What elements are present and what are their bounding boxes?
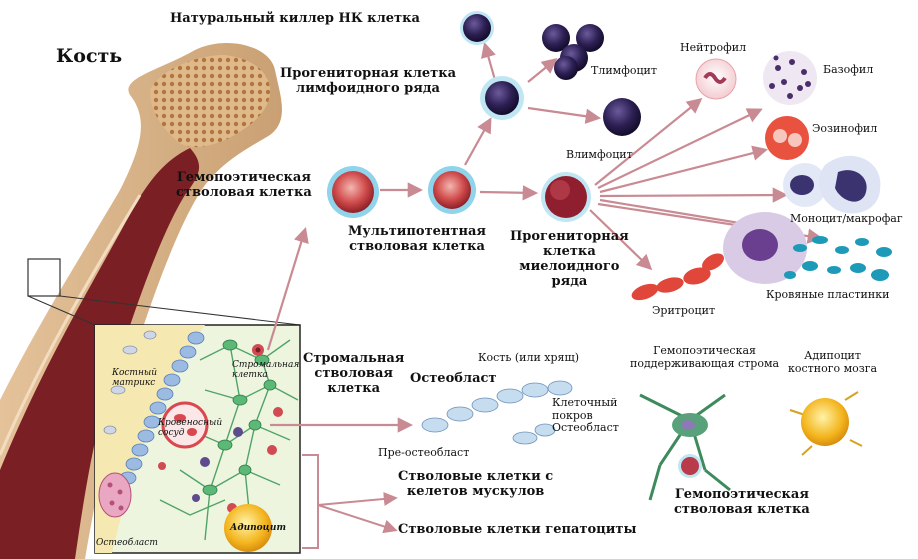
- nk-cell-label: Натуральный киллер НК клетка: [170, 11, 420, 26]
- marrow-inset: [94, 324, 301, 554]
- stromal-stem-label: Стромальная стволовая клетка: [303, 351, 405, 396]
- inset-bone-matrix-label: Костный матрикс: [112, 368, 158, 389]
- eosinophil-icon: [765, 116, 809, 160]
- osteoblast-label: Остеобласт: [410, 371, 497, 386]
- lymphoid-progenitor-icon: [480, 76, 524, 120]
- bracket-arrows: [302, 454, 398, 549]
- pre-osteoblast-label: Пре-остеобласт: [378, 446, 470, 459]
- adipocyte-marrow-icon: [789, 391, 863, 456]
- multipotent-label: Мультипотентная стволовая клетка: [348, 224, 487, 254]
- hsc-bottom-icon: [678, 454, 702, 478]
- hsc-label: Гемопоэтическая стволовая клетка: [176, 170, 312, 200]
- basophil-label: Базофил: [823, 63, 874, 76]
- hsc-bottom-label: Гемопоэтическая стволовая клетка: [674, 487, 810, 517]
- t-lymphocyte-label: Тлимфоцит: [591, 64, 657, 77]
- b-lymphocyte-icon: [603, 98, 641, 136]
- myeloid-progenitor-label: Прогениторная клетка миелоидного ряда: [510, 229, 629, 289]
- neutrophil-icon: [695, 58, 737, 100]
- neutrophil-label: Нейтрофил: [680, 41, 747, 54]
- stroma-cell-icon: [639, 393, 731, 501]
- bone-label: Кость: [56, 45, 123, 67]
- b-lymphocyte-label: Влимфоцит: [566, 148, 633, 161]
- platelets-label: Кровяные пластинки: [766, 288, 890, 301]
- inset-osteoblast-label: Остеобласт: [96, 538, 158, 548]
- platelets-icon: [784, 236, 892, 281]
- cell-cover-label: Клеточный покров Остеобласт: [552, 396, 619, 435]
- erythrocyte-icon: [631, 253, 724, 301]
- hsc-cell-icon: [327, 166, 379, 218]
- muscle-stem-label: Стволовые клетки с келетов мускулов: [398, 469, 554, 499]
- inset-adipocyte-label: Адипоцит: [230, 523, 286, 533]
- hepatocyte-stem-label: Стволовые клетки гепатоциты: [398, 522, 637, 537]
- nk-cell-icon: [460, 11, 494, 45]
- macrophage-large-icon: [723, 212, 807, 284]
- hsc-support-stroma-label: Гемопоэтическая поддерживающая строма: [630, 344, 780, 370]
- adipocyte-marrow-label: Адипоцит костного мозга: [788, 349, 878, 375]
- basophil-icon: [763, 51, 817, 105]
- erythrocyte-label: Эритроцит: [652, 304, 716, 317]
- zoom-region-box: [27, 258, 61, 297]
- monocyte-macrophage-icon: [783, 155, 881, 214]
- inset-stromal-cell-label: Стромальная клетка: [232, 360, 300, 381]
- t-lymphocyte-icon: [542, 24, 604, 80]
- myeloid-progenitor-icon: [541, 172, 591, 222]
- inset-blood-vessel-label: Кровеносный сосуд: [158, 418, 223, 439]
- monocyte-macrophage-label: Моноцит/макрофаг: [790, 212, 903, 225]
- osteoblast-chain-icon: [421, 380, 573, 445]
- bone-or-cartilage-label: Кость (или хрящ): [478, 351, 580, 364]
- multipotent-cell-icon: [428, 166, 476, 214]
- lymphoid-progenitor-label: Прогениторная клетка лимфоидного ряда: [280, 66, 457, 96]
- eosinophil-label: Эозинофил: [812, 122, 878, 135]
